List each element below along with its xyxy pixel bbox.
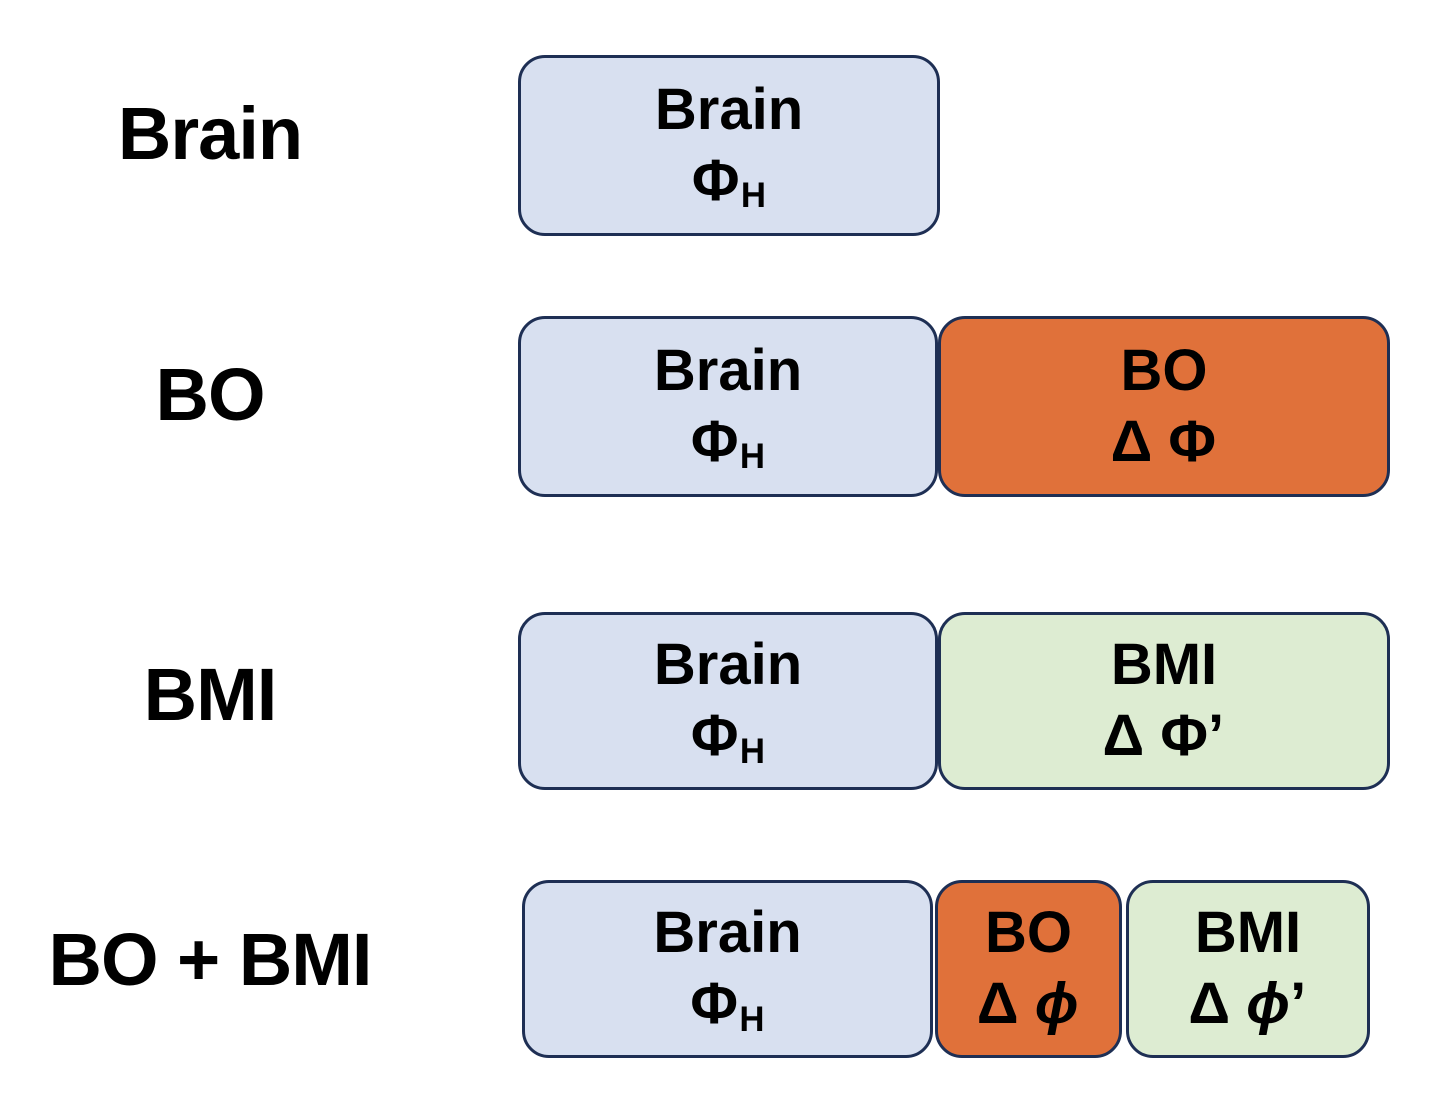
- box-brain-phi: Brain ΦH: [518, 316, 938, 497]
- box-title: BMI: [1110, 632, 1218, 698]
- symbol-subscript: H: [739, 731, 766, 771]
- symbol-suffix: ’: [1290, 971, 1307, 1036]
- row-label-bo: BO: [155, 353, 266, 436]
- phi-symbol: Φ: [1168, 408, 1217, 474]
- phi-symbol: Φ: [690, 408, 739, 474]
- symbol-subscript: H: [740, 176, 767, 216]
- box-symbol: Δ Φ’: [1103, 701, 1226, 772]
- row-label-bo-plus-bmi: BO + BMI: [48, 918, 373, 1001]
- box-bo-delta-phi: BO Δ Φ: [938, 316, 1390, 497]
- symbol-prefix: Δ: [976, 971, 1035, 1036]
- box-brain-phi: Brain ΦH: [518, 612, 938, 790]
- box-symbol: Δ ϕ: [977, 969, 1080, 1040]
- box-symbol: Δ ϕ’: [1188, 969, 1307, 1040]
- box-bmi-delta-phi-prime-small: BMI Δ ϕ’: [1126, 880, 1370, 1058]
- symbol-subscript: H: [739, 437, 766, 477]
- symbol-subscript: H: [739, 999, 765, 1039]
- box-title: BMI: [1194, 900, 1302, 966]
- box-title: BO: [1120, 337, 1208, 403]
- box-symbol: Δ Φ: [1111, 407, 1218, 478]
- box-symbol: ΦH: [690, 969, 764, 1040]
- phi-symbol: Φ: [690, 971, 739, 1036]
- phi-symbol: Φ: [1160, 703, 1208, 768]
- row-label-bmi: BMI: [143, 653, 278, 736]
- phi-symbol: Φ: [691, 147, 740, 213]
- symbol-suffix: ’: [1207, 703, 1225, 768]
- box-brain-phi: Brain ΦH: [522, 880, 933, 1058]
- box-title: Brain: [653, 337, 803, 403]
- box-symbol: ΦH: [691, 701, 765, 772]
- box-bo-delta-phi-small: BO Δ ϕ: [935, 880, 1122, 1058]
- phi-symbol: ϕ: [1034, 971, 1079, 1036]
- symbol-prefix: Δ: [1110, 408, 1169, 474]
- box-title: Brain: [653, 632, 803, 698]
- box-bmi-delta-phi-prime: BMI Δ Φ’: [938, 612, 1390, 790]
- box-title: Brain: [653, 900, 802, 966]
- symbol-prefix: Δ: [1102, 703, 1161, 768]
- phi-symbol: ϕ: [1246, 971, 1291, 1036]
- row-label-brain: Brain: [117, 92, 303, 175]
- phi-symbol: Φ: [690, 703, 739, 768]
- box-symbol: ΦH: [691, 407, 765, 478]
- symbol-prefix: Δ: [1188, 971, 1247, 1036]
- box-title: BO: [985, 900, 1072, 966]
- box-brain-phi: Brain ΦH: [518, 55, 940, 236]
- box-symbol: ΦH: [692, 146, 766, 217]
- box-title: Brain: [654, 76, 804, 142]
